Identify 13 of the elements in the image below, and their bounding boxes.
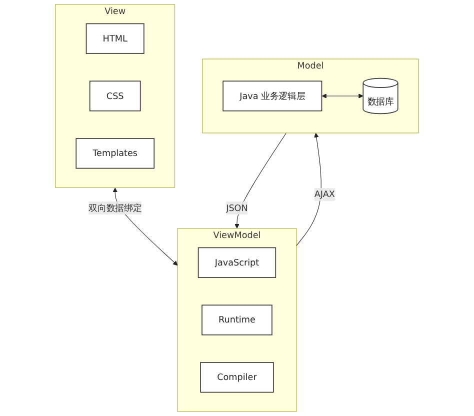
arrow — [296, 132, 322, 246]
edge-label: 双向数据绑定 — [88, 202, 142, 213]
node-box: Templates — [76, 138, 154, 169]
node-box: Java 业务逻辑层 — [222, 80, 322, 112]
node-box: Compiler — [200, 362, 274, 393]
node-box: HTML — [86, 23, 144, 54]
node-box: JavaScript — [198, 247, 276, 278]
node-box: CSS — [89, 80, 141, 112]
edge-label: JSON — [226, 202, 248, 213]
edge-label: AJAX — [314, 188, 335, 200]
arrow — [322, 94, 364, 98]
node-box: Runtime — [202, 304, 272, 336]
arrow — [234, 132, 286, 229]
